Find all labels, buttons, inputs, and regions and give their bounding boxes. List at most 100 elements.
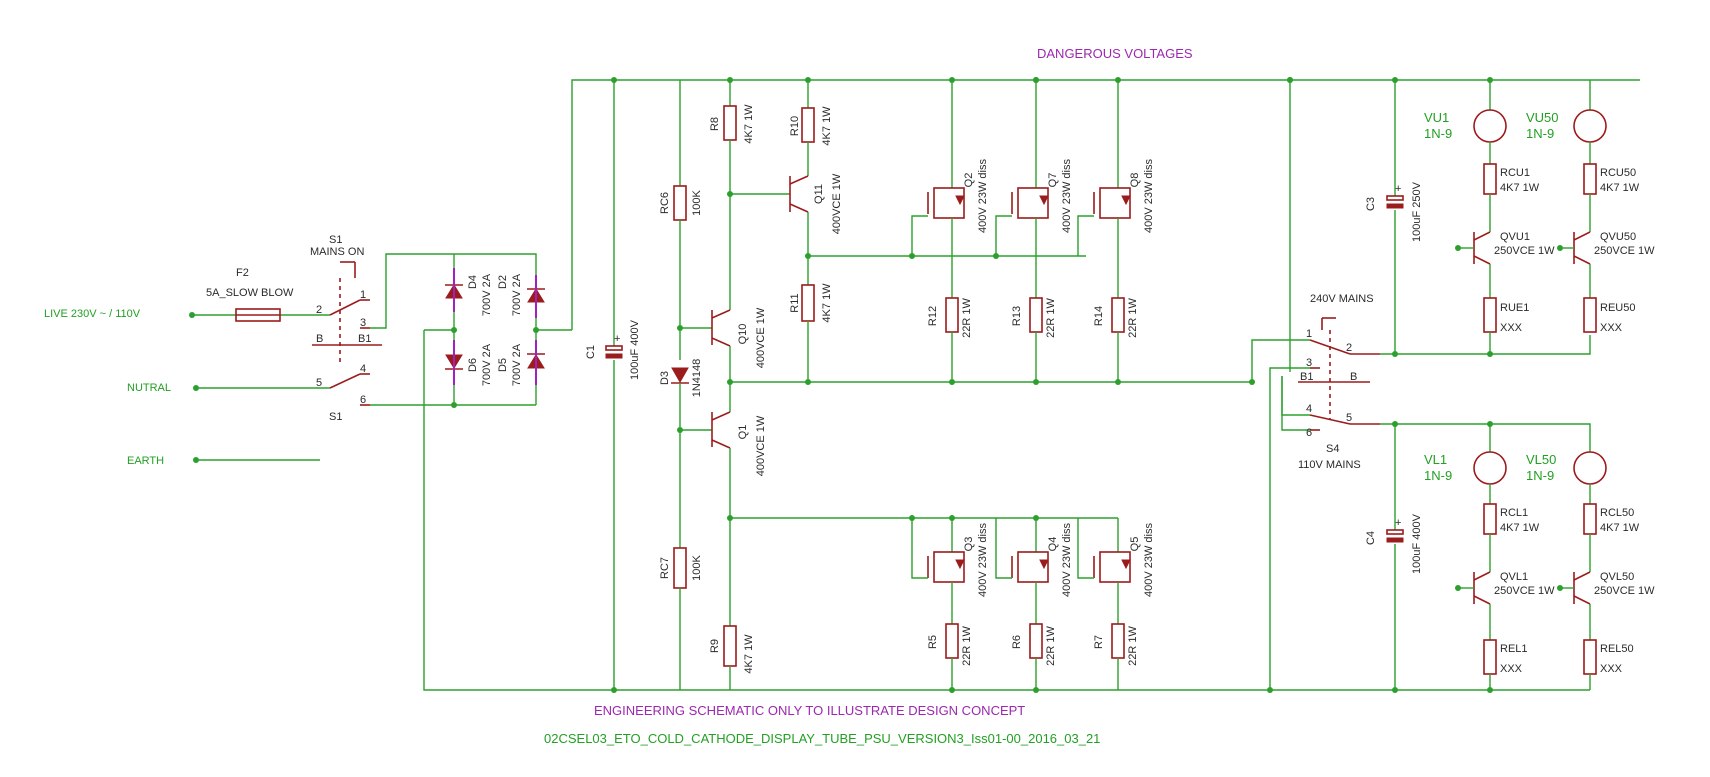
svg-text:100uF 250V: 100uF 250V — [1411, 181, 1423, 242]
svg-text:QVL50: QVL50 — [1600, 571, 1634, 583]
svg-text:R11: R11 — [789, 293, 801, 312]
driver-column: R8 4K7 1W R9 4K7 1W Q10 400VCE 1W Q1 400… — [709, 77, 767, 690]
svg-text:250VCE 1W: 250VCE 1W — [1594, 585, 1655, 597]
svg-text:6: 6 — [360, 394, 366, 406]
svg-text:+: + — [1395, 517, 1401, 529]
lower-meter-supply: + C4 100uF 400V — [1365, 421, 1493, 693]
svg-text:100uF 400V: 100uF 400V — [629, 319, 641, 380]
svg-text:B: B — [316, 333, 323, 345]
svg-text:+: + — [614, 333, 620, 345]
svg-text:100uF 400V: 100uF 400V — [1411, 513, 1423, 574]
svg-text:REL1: REL1 — [1500, 643, 1528, 655]
svg-text:700V 2A: 700V 2A — [511, 343, 523, 386]
upper-mosfet-bank: Q2 400V 23W diss Q7 400V 23W diss Q8 400… — [909, 77, 1155, 385]
svg-text:D4: D4 — [467, 275, 479, 289]
switch-s1: S1 MAINS ON 1 2 3 4 5 6 B B1 S1 — [310, 234, 454, 423]
svg-text:RC7: RC7 — [659, 557, 671, 579]
svg-text:400V 23W diss: 400V 23W diss — [977, 159, 989, 233]
footer-note: ENGINEERING SCHEMATIC ONLY TO ILLUSTRATE… — [594, 703, 1025, 718]
q11-column: R10 4K7 1W Q11 400VCE 1W R11 4K7 1W — [730, 77, 1086, 385]
svg-text:RC6: RC6 — [659, 192, 671, 214]
svg-text:22R 1W: 22R 1W — [1127, 626, 1139, 666]
svg-text:R13: R13 — [1011, 306, 1023, 326]
svg-text:400VCE 1W: 400VCE 1W — [755, 307, 767, 368]
svg-text:B: B — [1350, 371, 1357, 383]
svg-text:Q3: Q3 — [963, 537, 975, 552]
svg-text:4: 4 — [1306, 403, 1312, 415]
svg-text:Q2: Q2 — [963, 173, 975, 188]
svg-text:400V 23W diss: 400V 23W diss — [977, 523, 989, 597]
svg-text:1N-9: 1N-9 — [1424, 126, 1452, 141]
svg-text:Q1: Q1 — [737, 425, 749, 440]
meter-channel-vl50: VL50 1N-9 RCL50 4K7 1W QVL50 250VCE 1W R… — [1526, 450, 1655, 680]
lower-mosfet-bank: Q3 400V 23W diss Q4 400V 23W diss Q5 400… — [730, 515, 1155, 693]
svg-text:Q4: Q4 — [1047, 537, 1059, 552]
svg-text:QVL1: QVL1 — [1500, 571, 1528, 583]
svg-text:4K7 1W: 4K7 1W — [821, 283, 833, 323]
svg-text:3: 3 — [1306, 357, 1312, 369]
svg-text:D5: D5 — [497, 358, 509, 372]
svg-text:250VCE 1W: 250VCE 1W — [1494, 245, 1555, 257]
svg-text:6: 6 — [1306, 427, 1312, 439]
svg-text:RUE1: RUE1 — [1500, 302, 1529, 314]
svg-text:D3: D3 — [659, 371, 671, 385]
svg-text:22R 1W: 22R 1W — [961, 626, 973, 666]
svg-text:Q7: Q7 — [1047, 173, 1059, 188]
svg-text:RCU50: RCU50 — [1600, 167, 1636, 179]
fuse-name: F2 — [236, 267, 249, 279]
svg-text:+: + — [1395, 183, 1401, 195]
svg-text:100K: 100K — [691, 189, 703, 215]
drawing-id: 02CSEL03_ETO_COLD_CATHODE_DISPLAY_TUBE_P… — [544, 731, 1100, 746]
svg-text:4K7 1W: 4K7 1W — [821, 106, 833, 146]
live-label: LIVE 230V ~ / 110V — [44, 308, 141, 320]
s4-top-label: 240V MAINS — [1310, 293, 1374, 305]
svg-text:VL50: VL50 — [1526, 452, 1556, 467]
svg-text:XXX: XXX — [1500, 663, 1523, 675]
svg-text:5: 5 — [316, 377, 322, 389]
svg-text:RCL1: RCL1 — [1500, 507, 1528, 519]
earth-label: EARTH — [127, 455, 164, 467]
svg-text:2: 2 — [316, 304, 322, 316]
svg-text:QVU50: QVU50 — [1600, 231, 1636, 243]
svg-text:XXX: XXX — [1500, 322, 1523, 334]
svg-text:R10: R10 — [789, 116, 801, 136]
svg-text:700V 2A: 700V 2A — [481, 343, 493, 386]
svg-text:B1: B1 — [358, 333, 371, 345]
svg-text:C4: C4 — [1365, 531, 1377, 545]
svg-text:5: 5 — [1346, 412, 1352, 424]
svg-text:R6: R6 — [1011, 635, 1023, 649]
svg-text:1N-9: 1N-9 — [1526, 468, 1554, 483]
s1-name-lower: S1 — [329, 411, 342, 423]
bias-chain: RC6 100K RC7 100K D3 1N4148 — [659, 80, 712, 690]
svg-text:R14: R14 — [1093, 306, 1105, 326]
svg-text:R9: R9 — [709, 639, 721, 653]
meter-channel-vl1: VL1 1N-9 RCL1 4K7 1W QVL1 250VCE 1W REL1… — [1424, 424, 1555, 690]
svg-text:XXX: XXX — [1600, 663, 1623, 675]
svg-text:400V 23W diss: 400V 23W diss — [1061, 159, 1073, 233]
svg-text:1N4148: 1N4148 — [691, 359, 703, 398]
upper-meter-supply: + C3 100uF 250V — [1287, 77, 1493, 372]
svg-text:C3: C3 — [1365, 197, 1377, 211]
s4-name: S4 — [1326, 443, 1339, 455]
svg-text:22R 1W: 22R 1W — [961, 298, 973, 338]
svg-text:D6: D6 — [467, 358, 479, 372]
warning-label: DANGEROUS VOLTAGES — [1037, 46, 1193, 61]
switch-s4: 1 2 3 4 5 6 B1 B 240V MAINS S4 110V MAIN… — [1249, 293, 1591, 693]
svg-text:Q11: Q11 — [813, 184, 825, 204]
svg-text:400VCE 1W: 400VCE 1W — [831, 173, 843, 234]
fuse-f2: F2 5A_SLOW BLOW — [206, 267, 294, 322]
svg-text:4K7 1W: 4K7 1W — [1500, 522, 1540, 534]
svg-text:400V 23W diss: 400V 23W diss — [1061, 523, 1073, 597]
ground-rail — [423, 330, 1590, 691]
mains-input: LIVE 230V ~ / 110V NUTRAL EARTH — [44, 308, 330, 467]
svg-text:Q5: Q5 — [1129, 537, 1141, 552]
bridge-rectifier: D4 700V 2A D2 700V 2A D6 700V 2A D5 700V… — [424, 79, 1640, 408]
svg-text:C1: C1 — [585, 345, 597, 359]
svg-text:R8: R8 — [709, 117, 721, 131]
svg-text:4K7 1W: 4K7 1W — [1500, 182, 1540, 194]
svg-text:RCL50: RCL50 — [1600, 507, 1634, 519]
svg-text:D2: D2 — [497, 275, 509, 289]
svg-text:Q8: Q8 — [1129, 173, 1141, 188]
svg-text:VL1: VL1 — [1424, 452, 1447, 467]
